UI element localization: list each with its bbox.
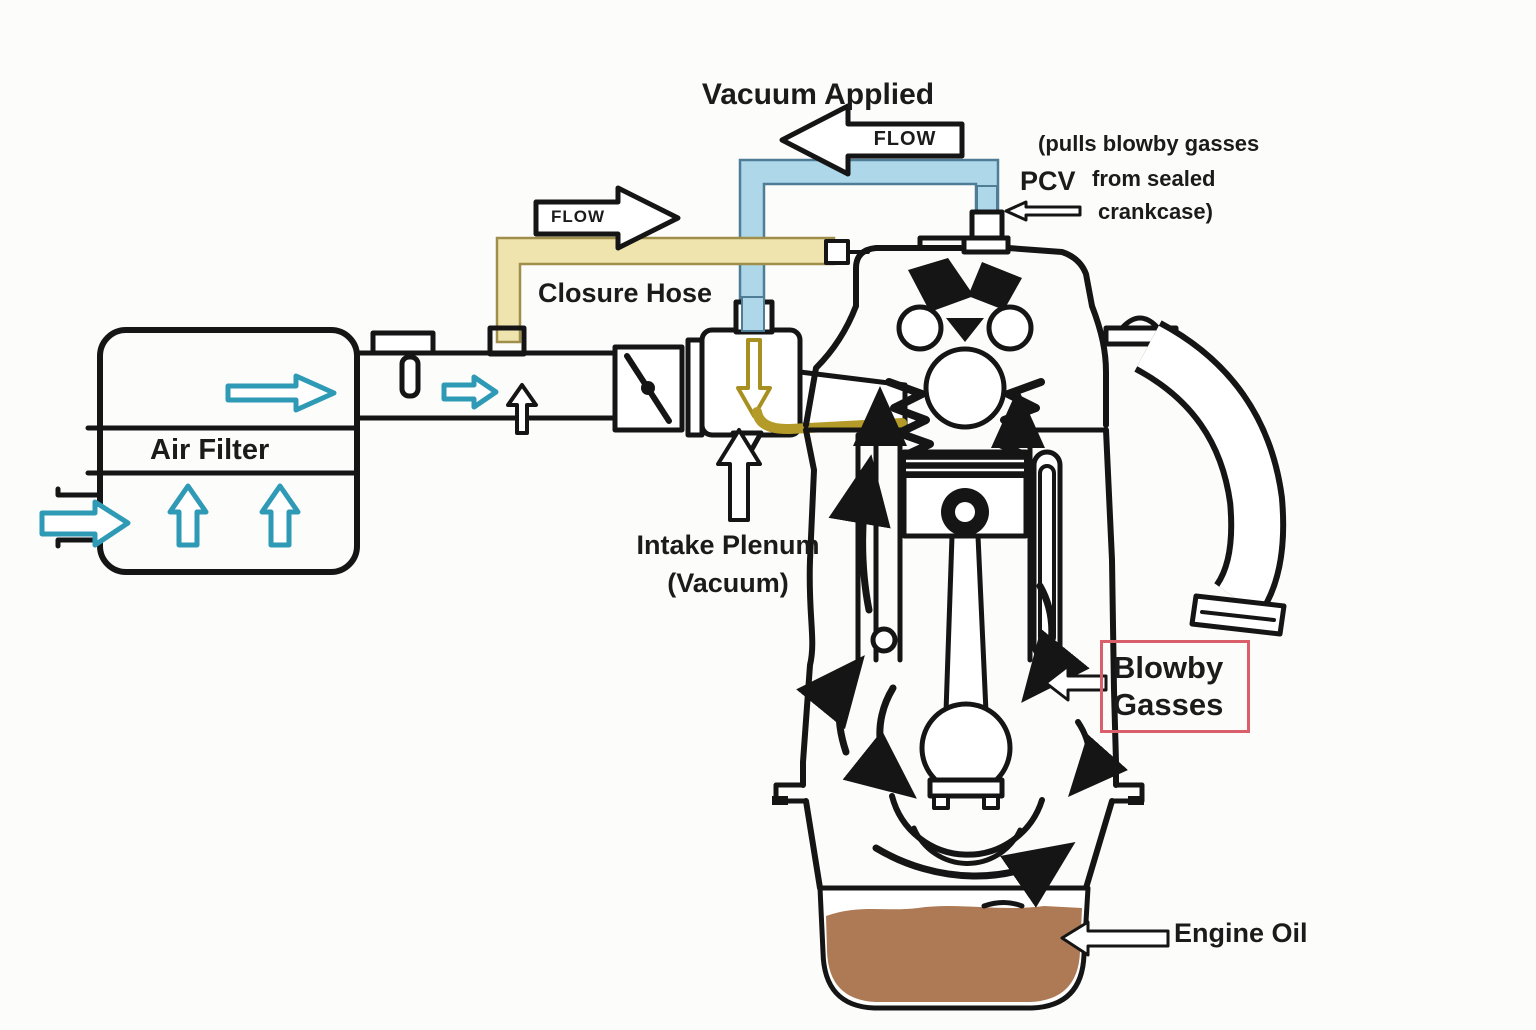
exhaust-elbow	[1103, 315, 1287, 637]
pcv-flow-down-arrow	[736, 338, 907, 435]
white-flow-arrows	[506, 200, 1170, 957]
oil-pan	[817, 885, 1091, 1011]
engine-oil-pointer-arrow	[1060, 920, 1170, 957]
blowby-label-line2: Gasses	[1113, 687, 1224, 722]
fresh-air-inlet-arrow	[39, 499, 131, 548]
hose-fittings	[824, 239, 870, 265]
blowby-label-line1: Blowby	[1113, 650, 1224, 685]
flow-right-label: FLOW	[550, 207, 606, 226]
engine-cross-section	[772, 235, 1145, 891]
closure-hose	[495, 236, 836, 344]
blowby-gasses-box: Blowby Gasses	[1100, 640, 1250, 733]
flow-right-block-arrow	[533, 185, 681, 251]
pcv-valve	[961, 185, 1011, 255]
engine-oil-label: Engine Oil	[1174, 918, 1308, 948]
intake-duct	[354, 325, 618, 421]
blowby-pointer-arrow	[1044, 664, 1108, 702]
duct-flow-arrow	[441, 374, 499, 410]
plenum-vacuum-up-arrow	[716, 428, 762, 522]
pcv-note-line3: crankcase)	[1098, 199, 1213, 224]
pcv-note-line1: (pulls blowby gasses	[1038, 131, 1260, 156]
throttle-body	[612, 344, 685, 433]
filter-up-arrow-1	[167, 483, 209, 548]
fresh-air-arrows	[39, 373, 499, 548]
duct-up-arrow	[506, 383, 538, 435]
pcv-note-line2: from sealed	[1092, 166, 1216, 191]
filter-up-arrow-2	[259, 483, 301, 548]
engine-oil-fill	[826, 906, 1082, 1002]
flow-left-label: FLOW	[873, 128, 937, 150]
air-filter-label: Air Filter	[150, 434, 270, 466]
crankcase-circulation-arrows	[796, 386, 1129, 908]
pcv-pointer-arrow	[1004, 200, 1082, 222]
intake-plenum-label-line1: Intake Plenum	[636, 530, 820, 560]
title: Vacuum Applied	[701, 78, 935, 111]
air-filter-box	[55, 327, 360, 575]
flow-left-block-arrow	[779, 103, 965, 177]
pcv-label: PCV	[1020, 166, 1076, 196]
intake-plenum	[685, 296, 908, 461]
intake-plenum-label-line2: (Vacuum)	[667, 568, 789, 598]
clean-air-right-arrow	[225, 373, 337, 413]
closure-hose-label: Closure Hose	[538, 278, 713, 308]
